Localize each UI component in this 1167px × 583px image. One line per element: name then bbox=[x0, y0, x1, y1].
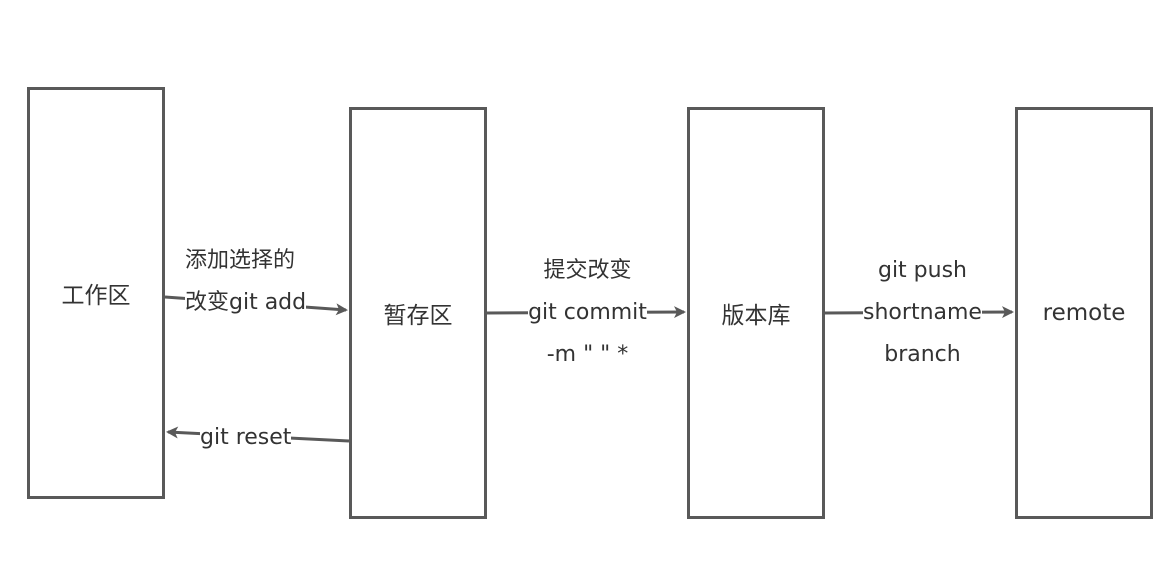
repository-box: 版本库 bbox=[687, 107, 825, 519]
add-label-line2: 改变git add bbox=[185, 282, 307, 324]
push-label-line2: shortname bbox=[863, 292, 982, 334]
commit-edge-label: 提交改变 git commit -m " " * bbox=[520, 250, 655, 376]
push-label-line1: git push bbox=[877, 250, 967, 292]
push-label-line3: branch bbox=[884, 334, 961, 376]
commit-label-line2: git commit bbox=[528, 292, 647, 334]
staging-label: 暂存区 bbox=[383, 303, 453, 329]
workspace-label: 工作区 bbox=[61, 283, 131, 309]
remote-box: remote bbox=[1015, 107, 1153, 519]
commit-label-line3: -m " " * bbox=[546, 334, 629, 376]
repository-label: 版本库 bbox=[721, 303, 791, 329]
reset-label-line1: git reset bbox=[200, 417, 292, 459]
workspace-box: 工作区 bbox=[27, 87, 165, 499]
commit-label-line1: 提交改变 bbox=[543, 250, 632, 292]
reset-edge-label: git reset bbox=[200, 417, 300, 459]
remote-label: remote bbox=[1042, 300, 1126, 326]
add-edge-label: 添加选择的 改变git add bbox=[185, 240, 325, 324]
add-label-line1: 添加选择的 bbox=[185, 248, 296, 273]
staging-box: 暂存区 bbox=[349, 107, 487, 519]
push-edge-label: git push shortname branch bbox=[860, 250, 985, 376]
